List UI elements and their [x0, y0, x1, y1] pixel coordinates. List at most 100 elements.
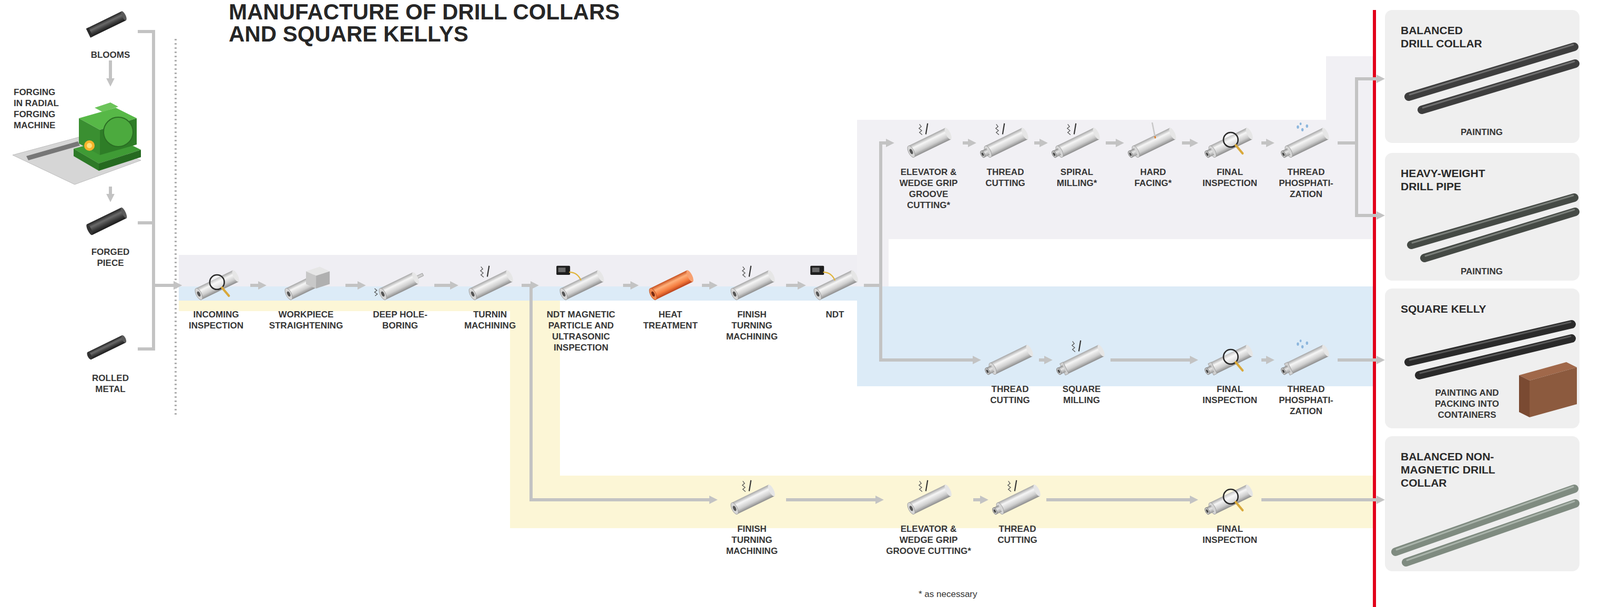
process-step: HEAT TREATMENT	[638, 265, 702, 332]
step-icon	[1054, 339, 1109, 381]
step-icon	[278, 265, 334, 307]
dotted-divider	[174, 38, 177, 417]
flow-arrow	[1261, 141, 1268, 145]
step-icon	[1125, 122, 1181, 164]
process-step: DEEP HOLE-BORING	[365, 265, 435, 332]
step-label: THREAD PHOSPHATI- ZATION	[1274, 383, 1338, 417]
step-icon	[1202, 339, 1258, 381]
flow-arrow	[1038, 358, 1046, 362]
process-step: FINAL INSPECTION	[1198, 339, 1262, 406]
step-label: NDT MAGNETIC PARTICLE AND ULTRASONIC INS…	[538, 309, 624, 354]
product-note-wrap: PAINTING	[1442, 126, 1522, 138]
process-step: FORGED PIECE	[83, 202, 138, 269]
flow-arrow	[345, 283, 360, 288]
flow-arrow	[108, 186, 112, 196]
process-step: ELEVATOR & WEDGE GRIP GROOVE CUTTING*	[894, 122, 963, 211]
step-icon	[990, 479, 1045, 521]
note-wrap: * as necessary	[918, 588, 978, 600]
flow-arrow	[1337, 143, 1379, 216]
process-step: SPIRAL MILLING*	[1047, 122, 1106, 189]
process-step: FINAL INSPECTION	[1198, 122, 1262, 189]
step-label: THREAD CUTTING	[988, 523, 1047, 546]
flow-arrow	[1261, 358, 1268, 362]
process-step: THREAD CUTTING	[976, 122, 1035, 189]
step-icon	[1202, 479, 1258, 521]
product-heading: BALANCED DRILL COLLAR	[1400, 23, 1493, 50]
product-note: PAINTING	[1442, 266, 1522, 278]
step-label: FINISH TURNING MACHINING	[717, 309, 787, 343]
flow-arrow	[786, 498, 878, 502]
flow-arrow	[786, 283, 800, 288]
product-heading: HEAVY-WEIGHT DRILL PIPE	[1400, 166, 1501, 193]
step-label: FORGING IN RADIAL FORGING MACHINE	[13, 86, 63, 131]
process-step: ROLLED METAL	[83, 328, 138, 395]
flow-arrow	[623, 283, 633, 288]
flow-arrow	[1110, 358, 1192, 362]
step-icon	[724, 479, 780, 521]
step-label: DEEP HOLE-BORING	[365, 309, 435, 332]
flow-arrow	[1337, 78, 1379, 144]
step-icon	[807, 265, 863, 307]
process-step: THREAD CUTTING	[988, 479, 1047, 546]
step-label: SQUARE MILLING	[1052, 383, 1111, 406]
step-icon	[724, 265, 780, 307]
process-step: INCOMING INSPECTION	[181, 265, 251, 332]
process-step: FINISH TURNING MACHINING	[717, 265, 787, 343]
band-blue	[857, 286, 1374, 387]
flow-arrow	[434, 283, 452, 288]
flow-arrow	[973, 498, 982, 502]
flow-arrow	[962, 141, 970, 145]
flow-arrow	[1261, 498, 1379, 502]
step-icon	[83, 202, 138, 244]
product-panel: BALANCED NON-MAGNETIC DRILL COLLAR	[1384, 436, 1580, 572]
step-label: WORKPIECE STRAIGHTENING	[266, 309, 346, 332]
product-note-wrap: PAINTING	[1442, 266, 1522, 278]
step-label: SPIRAL MILLING*	[1047, 166, 1106, 189]
footnote: * as necessary	[918, 588, 978, 600]
process-step: ELEVATOR & WEDGE GRIP GROOVE CUTTING*	[883, 479, 974, 557]
step-label: HARD FACING*	[1124, 166, 1182, 189]
step-icon	[83, 5, 138, 47]
process-step: THREAD CUTTING	[981, 339, 1039, 406]
step-label: ROLLED METAL	[83, 372, 138, 395]
process-step: HARD FACING*	[1124, 122, 1182, 189]
product-panel: BALANCED DRILL COLLAR PAINTING	[1384, 9, 1580, 144]
flow-arrow	[137, 31, 176, 286]
flow-arrow	[1337, 358, 1379, 362]
step-icon	[1202, 122, 1258, 164]
step-icon	[462, 265, 518, 307]
step-icon	[977, 122, 1033, 164]
machine-step: FORGING IN RADIAL FORGING MACHINE	[10, 86, 144, 187]
process-step: SQUARE MILLING	[1052, 339, 1111, 406]
process-step: FINAL INSPECTION	[1198, 479, 1262, 546]
flow-arrow	[863, 285, 975, 361]
flow-arrow	[1046, 498, 1192, 502]
title-wrap: MANUFACTURE OF DRILL COLLARS AND SQUARE …	[228, 1, 639, 46]
step-icon	[982, 339, 1038, 381]
process-step: WORKPIECE STRAIGHTENING	[266, 265, 346, 332]
flow-arrow	[1181, 141, 1192, 145]
step-label: HEAT TREATMENT	[638, 309, 702, 332]
step-label: THREAD CUTTING	[981, 383, 1039, 406]
flow-arrow	[521, 285, 711, 501]
product-note: PAINTING	[1442, 126, 1522, 138]
flow-arrow	[1105, 141, 1118, 145]
product-panel: HEAVY-WEIGHT DRILL PIPE PAINTING	[1384, 153, 1580, 281]
product-panel: SQUARE KELLYPAINTING AND PACKING INTO CO…	[1384, 288, 1580, 429]
band-gray	[857, 239, 889, 287]
flow-arrow	[137, 222, 176, 286]
diagram-title: MANUFACTURE OF DRILL COLLARS AND SQUARE …	[228, 1, 639, 46]
flow-arrow	[250, 283, 260, 288]
flow-arrow	[108, 60, 112, 80]
process-step: THREAD PHOSPHATI- ZATION	[1274, 122, 1338, 200]
process-step: FINISH TURNING MACHINING	[717, 479, 787, 557]
step-label: FINAL INSPECTION	[1198, 383, 1262, 406]
product-heading: SQUARE KELLY	[1400, 302, 1506, 316]
flow-arrow	[137, 285, 176, 350]
flow-arrow	[1034, 141, 1042, 145]
step-icon	[1278, 122, 1334, 164]
step-icon	[83, 328, 138, 370]
